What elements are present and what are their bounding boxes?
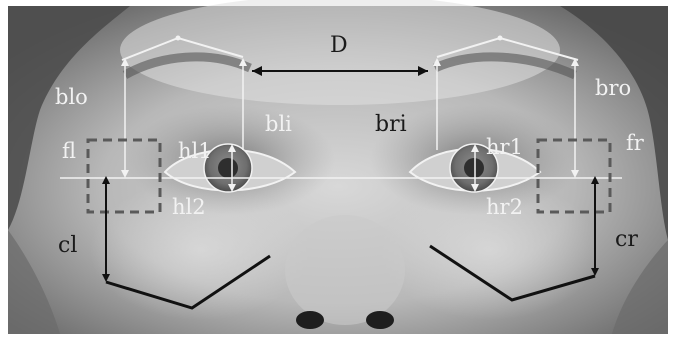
label-hr1: hr1 xyxy=(486,135,523,159)
label-bli: bli xyxy=(265,112,292,136)
label-hl2: hl2 xyxy=(172,195,206,219)
label-bro: bro xyxy=(595,76,631,100)
label-cl: cl xyxy=(58,233,77,258)
nostril-right xyxy=(366,311,394,329)
label-blo: blo xyxy=(55,85,88,109)
label-bri: bri xyxy=(375,112,407,137)
label-fl: fl xyxy=(62,139,76,163)
label-fr: fr xyxy=(626,131,645,155)
label-hr2: hr2 xyxy=(486,195,523,219)
label-hl1: hl1 xyxy=(178,139,212,163)
label-d: D xyxy=(330,33,348,58)
label-cr: cr xyxy=(615,227,638,252)
nose-bridge xyxy=(285,215,405,325)
nostril-left xyxy=(296,311,324,329)
